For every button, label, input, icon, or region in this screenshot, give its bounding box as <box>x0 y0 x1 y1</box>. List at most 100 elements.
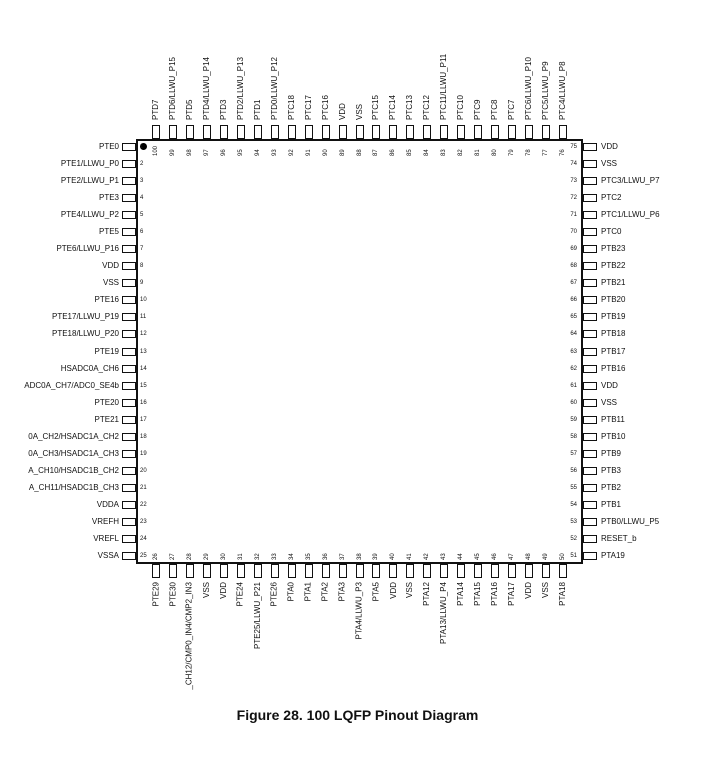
pin-label: VSS <box>102 278 119 288</box>
pin-pad <box>508 125 517 139</box>
pin-pad <box>559 564 567 578</box>
pin-label: VDD <box>524 582 534 599</box>
pin-pad <box>270 125 279 139</box>
pin-label: HSADC0A_CH6 <box>60 363 119 373</box>
pin-pad <box>152 125 160 139</box>
pin-pad <box>583 245 597 254</box>
pin-label: VREFL <box>93 533 119 543</box>
pin-number: 64 <box>570 331 577 338</box>
pin-label: ADC0A_CH7/ADC0_SE4b <box>24 380 119 390</box>
pin-label: VSS <box>354 103 364 120</box>
pin-label: PTB2 <box>601 482 622 492</box>
pin-number: 54 <box>570 501 577 508</box>
pin-number: 46 <box>492 553 499 560</box>
pin-label: VSS <box>601 159 618 169</box>
pin-pad <box>583 347 597 356</box>
pin-label: PTC16 <box>320 95 330 120</box>
pin-pad <box>583 279 597 288</box>
pin-number: 28 <box>186 553 193 560</box>
pin-number: 93 <box>271 149 278 156</box>
pin-pad <box>219 125 228 139</box>
pin-number: 3 <box>140 178 144 185</box>
pin-pad <box>168 125 177 139</box>
pin-pad <box>122 381 136 390</box>
pin-label: VDD <box>388 582 398 599</box>
pin-label: PTE1/LLWU_P0 <box>60 159 119 169</box>
pin-pad <box>583 517 597 526</box>
pin-label: PTE18/LLWU_P20 <box>52 329 119 339</box>
pin-pad <box>583 313 597 322</box>
pin-number: 52 <box>570 535 577 542</box>
pin-pad <box>122 330 136 339</box>
pin-number: 34 <box>288 553 295 560</box>
pin-number: 59 <box>570 416 577 423</box>
pin-number: 92 <box>288 149 295 156</box>
pin-label: PTB11 <box>601 414 625 424</box>
pin-label: PTA12 <box>422 582 432 606</box>
pin-pad <box>583 228 597 237</box>
pin-pad <box>542 125 551 139</box>
pin-number: 50 <box>560 553 566 560</box>
pin-number: 57 <box>570 450 577 457</box>
pin-number: 82 <box>458 149 465 156</box>
pin-number: 90 <box>322 149 329 156</box>
pin-pad <box>122 398 136 407</box>
pin-pad <box>287 564 296 578</box>
pin-number: 33 <box>271 553 278 560</box>
pin-number: 42 <box>424 553 431 560</box>
pin-pad <box>583 364 597 373</box>
pin-number: 98 <box>186 149 193 156</box>
pin-pad <box>202 125 211 139</box>
pin-number: 6 <box>140 229 144 236</box>
pin-pad <box>219 564 228 578</box>
pin-number: 12 <box>140 331 147 338</box>
pin-label: PTE17/LLWU_P19 <box>52 312 119 322</box>
pin-label: PTC6/LLWU_P10 <box>524 57 534 120</box>
pin-pad <box>122 313 136 322</box>
pin-number: 4 <box>140 195 144 202</box>
pin-label: VSS <box>541 582 551 599</box>
pin-number: 86 <box>390 149 397 156</box>
pin-pad <box>122 160 136 169</box>
pin-number: 87 <box>373 149 380 156</box>
pin-number: 36 <box>322 553 329 560</box>
pin-pad <box>583 177 597 186</box>
pin-label: VDD <box>601 142 618 151</box>
pin-label: PTD5 <box>184 99 194 120</box>
pin-pad <box>583 211 597 220</box>
pin-label: PTC12 <box>422 95 432 120</box>
pin-pad <box>440 125 449 139</box>
pin-number: 39 <box>373 553 380 560</box>
pin-number: 78 <box>526 149 533 156</box>
pin-pad <box>355 564 364 578</box>
pin-number: 62 <box>570 365 577 372</box>
pin-label: RESET_b <box>601 533 637 543</box>
pin-number: 60 <box>570 399 577 406</box>
pin-label: 0A_CH3/HSADC1A_CH3 <box>28 448 119 458</box>
pin-label: PTC10 <box>456 95 466 120</box>
pin-pad <box>185 125 194 139</box>
pin-label: PTA17 <box>507 582 517 606</box>
pin-number: 73 <box>570 178 577 185</box>
pin-number: 81 <box>475 149 482 156</box>
pin-number: 72 <box>570 195 577 202</box>
pin-label: PTE21 <box>94 414 119 424</box>
pin-number: 9 <box>140 280 144 287</box>
pin-number: 61 <box>570 382 577 389</box>
pin-number: 43 <box>441 553 448 560</box>
pin-number: 20 <box>140 467 147 474</box>
pin-label: PTC3/LLWU_P7 <box>601 176 660 186</box>
pin-label: PTD0/LLWU_P12 <box>269 57 279 120</box>
pin-label: PTC17 <box>303 95 313 120</box>
pin-number: 53 <box>570 518 577 525</box>
pin-pad <box>583 381 597 390</box>
pin-label: PTE16 <box>94 295 119 305</box>
pin-label: PTE20 <box>94 397 119 407</box>
pin-number: 27 <box>169 553 176 560</box>
pin-label: PTA18 <box>558 582 567 606</box>
pin-number: 1 <box>140 144 144 150</box>
pin-number: 15 <box>140 382 147 389</box>
pin-label: PTE6/LLWU_P16 <box>56 244 119 254</box>
pin-label: PTB21 <box>601 278 626 288</box>
pin-pad <box>236 564 245 578</box>
